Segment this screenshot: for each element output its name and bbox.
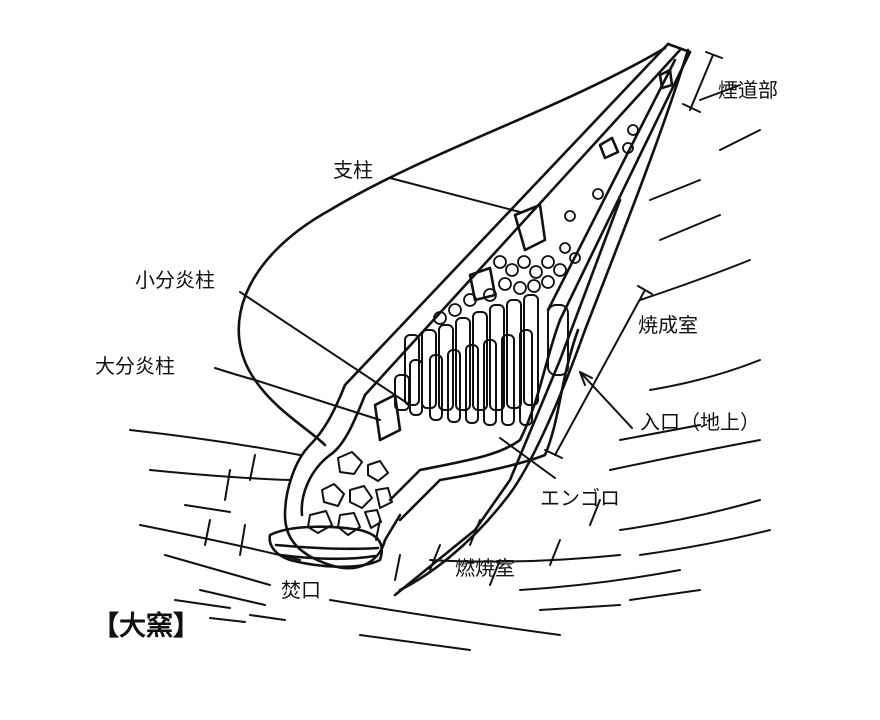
chimney-wall-left-inner	[363, 48, 682, 397]
label-entrance: 入口（地上）	[640, 410, 760, 434]
label-chimney: 煙道部	[718, 78, 778, 102]
chimney-wall-right	[558, 50, 692, 322]
leader-stoke-hole	[249, 614, 286, 621]
label-firing-chamber: 焼成室	[638, 313, 698, 337]
label-large-divider: 大分炎柱	[95, 354, 175, 378]
label-engoro: エンゴロ	[540, 486, 620, 510]
leader-lines	[209, 51, 723, 623]
chimney-wall-right-inner	[546, 58, 677, 312]
small-divider-pillar	[468, 266, 497, 302]
leader-chamber-dimension	[554, 289, 646, 456]
large-divider-pillar	[373, 393, 402, 442]
leader-engoro	[499, 437, 556, 479]
diagram-title: 【大窯】	[92, 611, 200, 642]
leader-support-pillar	[389, 177, 521, 213]
ground-hatching	[129, 84, 771, 651]
kiln-mound-outline	[237, 46, 667, 447]
leader-large-divider	[214, 367, 381, 421]
leader-small-divider	[239, 291, 411, 406]
combustion-chamber-inner	[300, 393, 367, 517]
label-combustion-chamber: 燃焼室	[455, 556, 515, 580]
leader-chimney-dimension	[689, 54, 714, 111]
combustion-stones	[307, 451, 393, 536]
label-support-pillar: 支柱	[333, 158, 373, 182]
label-small-divider: 小分炎柱	[135, 268, 215, 292]
ware-pebbles	[433, 124, 639, 325]
label-stoke-hole: 焚口	[281, 578, 321, 602]
support-pillar	[513, 203, 547, 252]
ware-stacks	[394, 294, 569, 426]
chimney-wall-left	[343, 42, 670, 387]
kiln-outline-right-long	[393, 198, 622, 597]
leader-entrance	[579, 371, 633, 429]
